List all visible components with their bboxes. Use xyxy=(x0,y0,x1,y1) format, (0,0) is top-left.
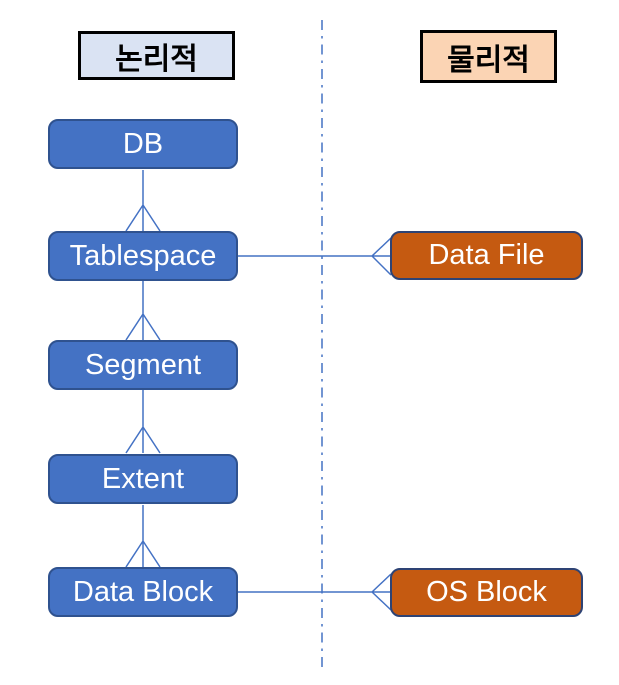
node-db: DB xyxy=(48,119,238,169)
physical-section-header: 물리적 xyxy=(420,30,557,83)
connector-tablespace-segment xyxy=(125,280,161,341)
node-data-file: Data File xyxy=(390,231,583,280)
connector-tablespace-datafile xyxy=(238,237,392,276)
node-segment: Segment xyxy=(48,340,238,390)
connector-datablock-osblock xyxy=(238,573,392,611)
connector-extent-datablock xyxy=(125,505,161,568)
connector-segment-extent xyxy=(125,390,161,454)
logical-section-header: 논리적 xyxy=(78,31,235,80)
node-os-block: OS Block xyxy=(390,568,583,617)
node-extent: Extent xyxy=(48,454,238,504)
node-data-block: Data Block xyxy=(48,567,238,617)
node-tablespace: Tablespace xyxy=(48,231,238,281)
connector-db-tablespace xyxy=(125,170,161,232)
